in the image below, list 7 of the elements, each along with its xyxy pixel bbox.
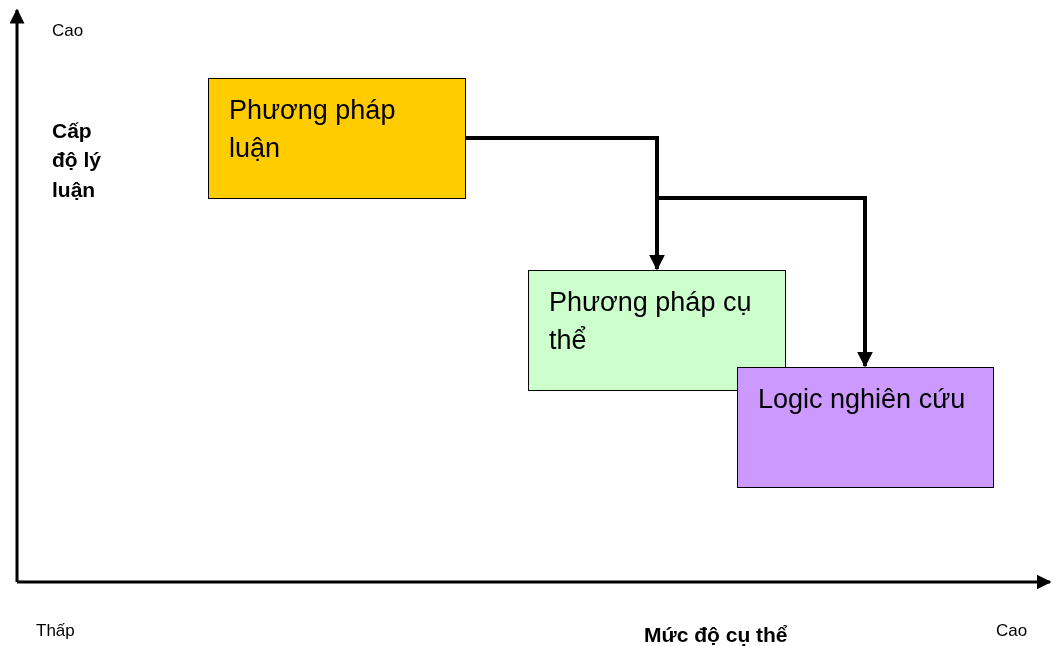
axis-end-label: Cao [996,620,1028,642]
process-box: Phương pháp luận [208,78,466,199]
axis-title: Mức độ cụ thể [644,622,788,646]
axis-title: Cấp độ lý luận [52,118,102,203]
axis-end-label: Thấp [36,620,75,642]
process-box: Logic nghiên cứu [737,367,994,488]
axis-end-label: Cao [52,20,84,42]
